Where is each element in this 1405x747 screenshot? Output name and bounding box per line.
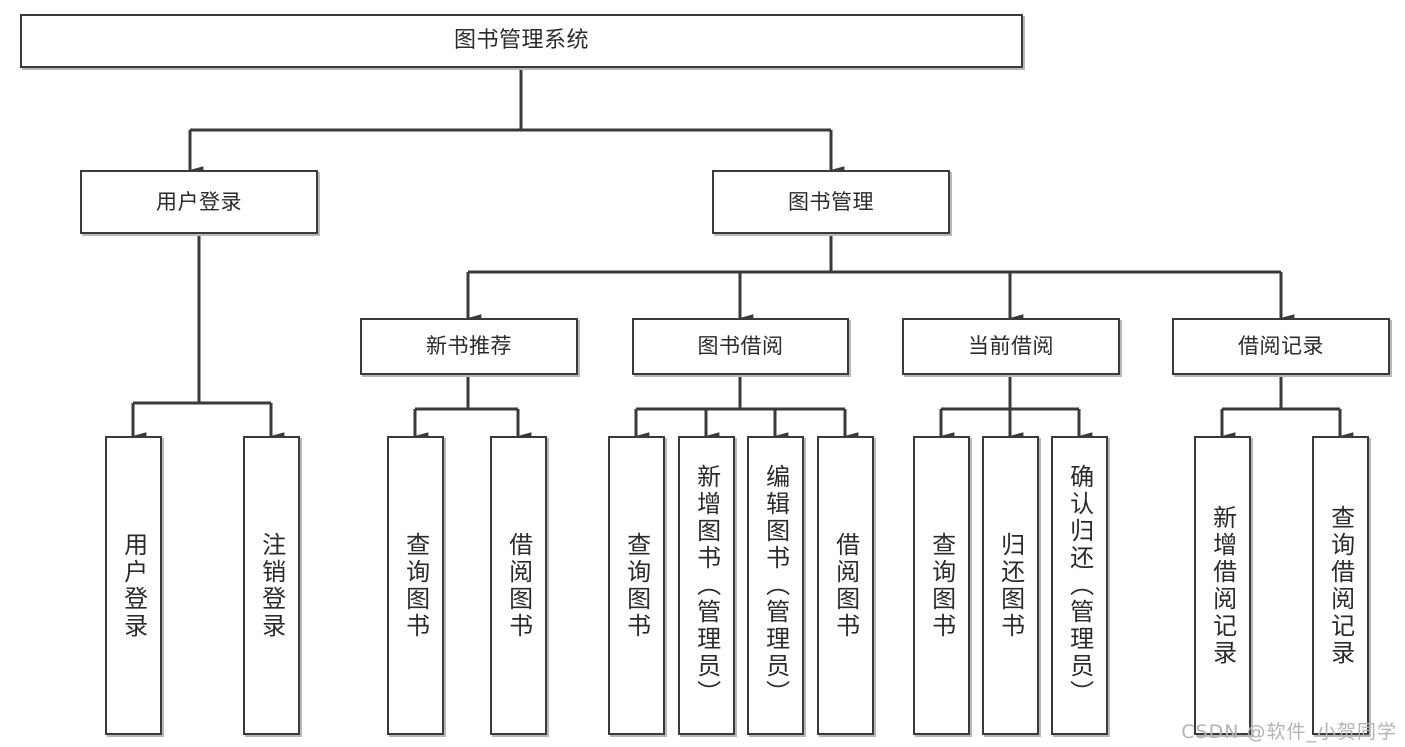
leaf-borrow-book[interactable]: 借阅图书 [817, 436, 874, 735]
node-label: 查询图书 [401, 531, 430, 640]
node-borrow-record[interactable]: 借阅记录 [1172, 318, 1390, 375]
node-label: 当前借阅 [968, 334, 1054, 358]
leaf-borrow-book-new[interactable]: 借阅图书 [490, 436, 547, 735]
node-label: 用户登录 [156, 189, 242, 214]
node-label: 新书推荐 [426, 334, 512, 358]
leaf-logout[interactable]: 注销登录 [243, 436, 300, 735]
leaf-return-book[interactable]: 归还图书 [982, 436, 1039, 735]
node-label: 图书管理系统 [453, 28, 589, 53]
node-current-borrow[interactable]: 当前借阅 [902, 318, 1120, 375]
node-label: 新增借阅记录 [1208, 504, 1237, 667]
node-root-system[interactable]: 图书管理系统 [20, 14, 1023, 68]
watermark: CSDN @软件_小贺同学 [1181, 721, 1397, 743]
node-label: 图书管理 [788, 189, 874, 214]
node-label: 用户登录 [119, 531, 148, 640]
leaf-add-borrow-record[interactable]: 新增借阅记录 [1194, 436, 1251, 735]
node-label: 借阅图书 [831, 531, 860, 640]
node-book-borrow[interactable]: 图书借阅 [632, 318, 849, 375]
node-label: 新增图书（管理员） [692, 464, 721, 707]
node-label: 图书借阅 [697, 334, 784, 358]
leaf-add-book-admin[interactable]: 新增图书（管理员） [678, 436, 735, 735]
node-label: 借阅记录 [1238, 334, 1324, 358]
node-book-management[interactable]: 图书管理 [712, 170, 950, 234]
leaf-query-book-current[interactable]: 查询图书 [913, 436, 970, 735]
node-label: 借阅图书 [504, 531, 533, 640]
node-label: 查询图书 [927, 531, 956, 640]
node-user-login[interactable]: 用户登录 [80, 170, 318, 234]
leaf-query-borrow-record[interactable]: 查询借阅记录 [1312, 436, 1369, 735]
node-label: 确认归还（管理员） [1065, 464, 1094, 707]
node-label: 编辑图书（管理员） [761, 464, 790, 707]
node-label: 归还图书 [996, 531, 1025, 640]
leaf-query-book-new[interactable]: 查询图书 [387, 436, 444, 735]
leaf-user-login[interactable]: 用户登录 [105, 436, 162, 735]
leaf-confirm-return-admin[interactable]: 确认归还（管理员） [1051, 436, 1108, 735]
leaf-query-book-borrow[interactable]: 查询图书 [608, 436, 665, 735]
node-label: 查询图书 [622, 531, 651, 640]
node-label: 注销登录 [257, 531, 286, 640]
leaf-edit-book-admin[interactable]: 编辑图书（管理员） [747, 436, 804, 735]
node-label: 查询借阅记录 [1326, 504, 1355, 667]
node-new-book-recommend[interactable]: 新书推荐 [360, 318, 578, 375]
